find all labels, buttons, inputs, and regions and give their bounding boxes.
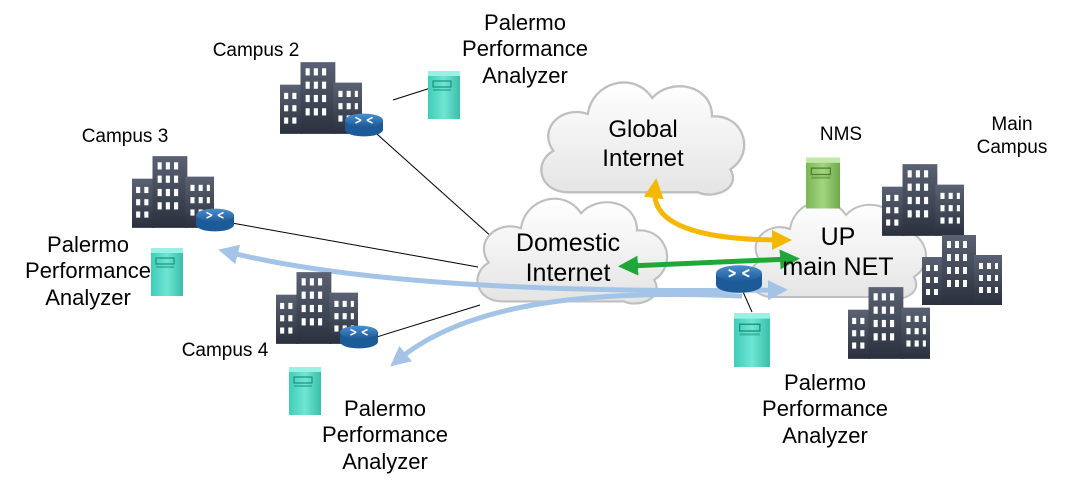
global-internet-label: Global Internet	[602, 116, 684, 172]
nms-label: NMS	[819, 124, 863, 145]
campus2-label: Campus 2	[212, 40, 300, 61]
campus3-ppa-label: Palermo Performance Analyzer	[25, 232, 151, 310]
campus4-ppa-label: Palermo Performance Analyzer	[322, 396, 448, 474]
global-up-arrow	[643, 178, 792, 250]
campus4-router-icon	[340, 324, 378, 350]
domestic-internet-label: Domestic Internet	[515, 229, 621, 287]
main-campus4-arrow	[390, 291, 743, 367]
campus3-label: Campus 3	[81, 126, 169, 147]
campus2-ppa-label: Palermo Performance Analyzer	[462, 10, 588, 88]
campus4-label: Campus 4	[181, 340, 269, 361]
main-campus-building2-icon	[922, 235, 1002, 305]
campus3-main-arrow	[218, 244, 788, 301]
link-campus4-domestic	[366, 304, 481, 341]
campus2-router-icon	[345, 112, 383, 138]
main-ppa-server-icon	[734, 312, 770, 368]
nms-server-icon	[806, 156, 840, 210]
main-router-icon	[716, 264, 762, 294]
campus3-router-icon	[196, 207, 234, 233]
main-campus-label: Main Campus	[976, 114, 1048, 158]
link-campus2-domestic	[367, 125, 494, 239]
main-ppa-label: Palermo Performance Analyzer	[762, 370, 888, 448]
up-main-net-label: UP main NET	[782, 223, 894, 281]
